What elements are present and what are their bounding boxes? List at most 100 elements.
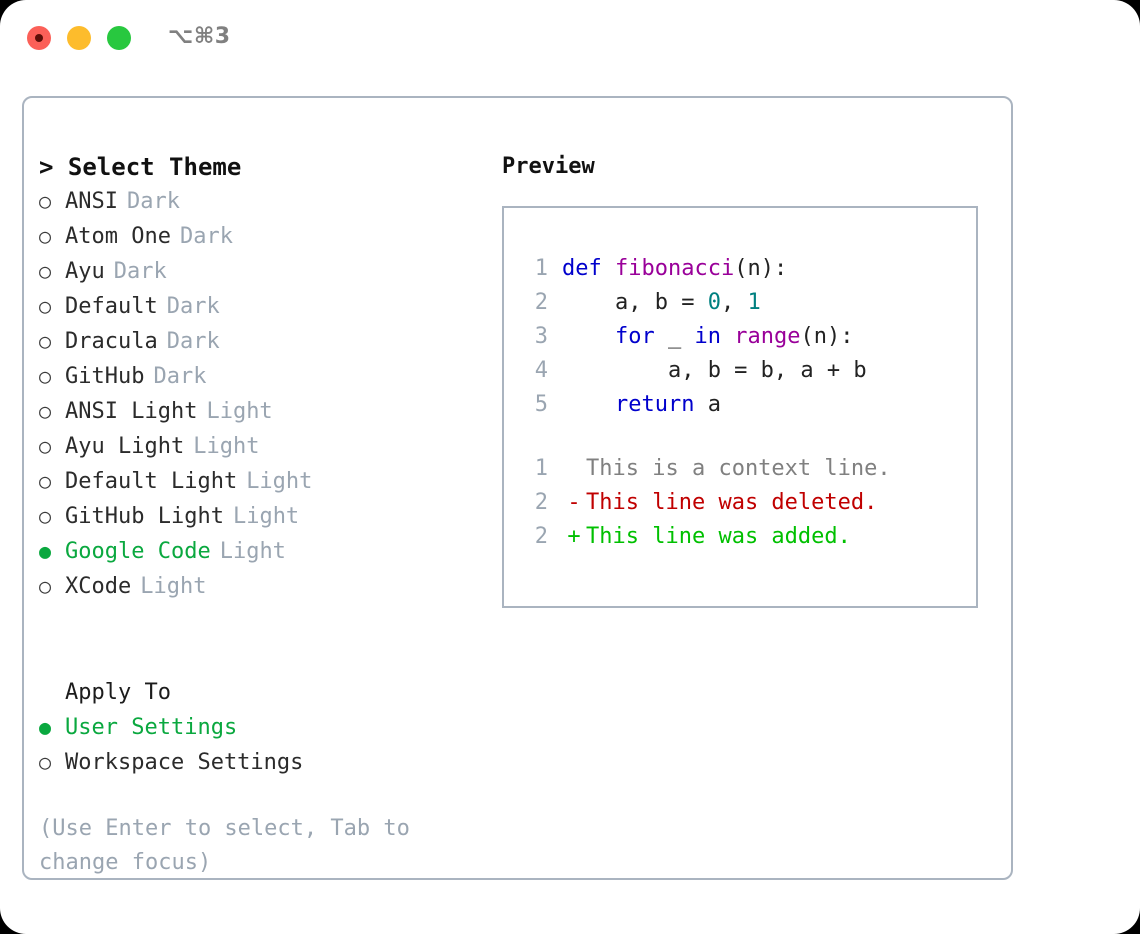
radio-unselected-icon: ○ bbox=[39, 224, 52, 248]
keyboard-hint-text: (Use Enter to select, Tab to change focu… bbox=[39, 816, 410, 875]
theme-option-label: GitHub bbox=[65, 364, 145, 389]
line-number: 3 bbox=[534, 324, 548, 349]
code-token-pln bbox=[721, 324, 734, 349]
radio-unselected-icon: ○ bbox=[39, 469, 52, 493]
radio-selected-icon: ● bbox=[39, 715, 52, 739]
theme-variant-badge: Dark bbox=[113, 259, 167, 284]
diff-line-text: This line was added. bbox=[586, 524, 851, 549]
code-token-pln bbox=[562, 324, 615, 349]
theme-variant-badge: Light bbox=[246, 469, 313, 494]
theme-variant-badge: Dark bbox=[166, 329, 220, 354]
apply-to-heading: Apply To bbox=[65, 680, 171, 705]
apply-to-option-label: Workspace Settings bbox=[65, 750, 304, 775]
theme-variant-badge: Light bbox=[206, 399, 273, 424]
line-number: 5 bbox=[534, 392, 548, 417]
line-number: 1 bbox=[534, 256, 548, 281]
theme-option-ansi[interactable]: ○ ANSI Dark bbox=[39, 184, 469, 219]
line-number: 2 bbox=[534, 524, 548, 549]
apply-to-option-user-settings[interactable]: ●User Settings bbox=[39, 710, 469, 745]
code-token-pln bbox=[562, 392, 615, 417]
theme-option-google-code[interactable]: ● Google Code Light bbox=[39, 534, 469, 569]
diff-marker: + bbox=[567, 524, 581, 549]
code-token-pln: a bbox=[694, 392, 721, 417]
select-theme-heading: > Select Theme bbox=[39, 153, 242, 181]
theme-option-label: Dracula bbox=[65, 329, 158, 354]
code-line-text: def fibonacci(n): bbox=[562, 252, 787, 286]
theme-variant-badge: Dark bbox=[166, 294, 220, 319]
code-token-fn: range bbox=[734, 324, 801, 349]
theme-option-label: XCode bbox=[65, 574, 132, 599]
title-bar: ⌥⌘3 bbox=[0, 0, 1140, 78]
line-number: 2 bbox=[534, 290, 548, 315]
theme-option-label: Atom One bbox=[65, 224, 171, 249]
theme-option-dracula[interactable]: ○ Dracula Dark bbox=[39, 324, 469, 359]
code-line: 1 def fibonacci(n): bbox=[520, 252, 970, 286]
close-window-button[interactable] bbox=[27, 26, 51, 50]
maximize-window-button[interactable] bbox=[107, 26, 131, 50]
radio-unselected-icon: ○ bbox=[39, 399, 52, 423]
code-token-pln: a, b = bbox=[562, 290, 708, 315]
radio-unselected-icon: ○ bbox=[39, 329, 52, 353]
theme-option-label: Default Light bbox=[65, 469, 238, 494]
diff-marker: - bbox=[567, 490, 581, 515]
theme-option-label: Google Code bbox=[65, 539, 211, 564]
theme-option-label: Default bbox=[65, 294, 158, 319]
theme-variant-badge: Light bbox=[232, 504, 300, 529]
radio-unselected-icon: ○ bbox=[39, 750, 52, 774]
code-line-text: a, b = b, a + b bbox=[562, 354, 867, 388]
preview-heading: Preview bbox=[502, 154, 595, 179]
theme-option-ansi-light[interactable]: ○ ANSI Light Light bbox=[39, 394, 469, 429]
code-token-fn: fibonacci bbox=[614, 256, 735, 281]
theme-variant-badge: Light bbox=[219, 539, 286, 564]
theme-variant-badge: Dark bbox=[126, 189, 180, 214]
diff-marker bbox=[562, 452, 586, 486]
code-token-pln: a, b = b, a + b bbox=[562, 358, 867, 383]
diff-line-add: 2 +This line was added. bbox=[520, 520, 970, 554]
code-line: 3 for _ in range(n): bbox=[520, 320, 970, 354]
code-token-num: 1 bbox=[747, 290, 761, 315]
apply-to-option-workspace-settings[interactable]: ○ Workspace Settings bbox=[39, 745, 469, 780]
radio-unselected-icon: ○ bbox=[39, 259, 52, 283]
code-token-pln: (n): bbox=[734, 256, 788, 281]
code-token-kw: return bbox=[614, 392, 695, 417]
theme-option-default[interactable]: ○ Default Dark bbox=[39, 289, 469, 324]
radio-unselected-icon: ○ bbox=[39, 294, 52, 318]
radio-selected-icon: ● bbox=[39, 539, 52, 563]
theme-option-label: GitHub Light bbox=[65, 504, 224, 529]
radio-unselected-icon: ○ bbox=[39, 504, 52, 528]
code-line-text: a, b = 0, 1 bbox=[562, 286, 761, 320]
diff-line-del: 2-This line was deleted. bbox=[520, 486, 970, 520]
theme-option-default-light[interactable]: ○ Default Light Light bbox=[39, 464, 469, 499]
line-number: 2 bbox=[534, 490, 548, 515]
theme-option-label: ANSI bbox=[65, 189, 118, 214]
code-token-num: 0 bbox=[707, 290, 721, 315]
line-number: 1 bbox=[534, 456, 548, 481]
theme-variant-badge: Light bbox=[140, 574, 207, 599]
code-token-kw: for bbox=[614, 324, 655, 349]
code-line: 5 return a bbox=[520, 388, 970, 422]
code-line-text: for _ in range(n): bbox=[562, 320, 853, 354]
code-token-pln: , bbox=[720, 290, 748, 315]
apply-to-options: ●User Settings ○ Workspace Settings bbox=[39, 710, 469, 780]
radio-unselected-icon: ○ bbox=[39, 574, 52, 598]
theme-option-github-light[interactable]: ○ GitHub Light Light bbox=[39, 499, 469, 534]
diff-line-text: This is a context line. bbox=[586, 456, 891, 481]
radio-unselected-icon: ○ bbox=[39, 189, 52, 213]
code-line: 4 a, b = b, a + b bbox=[520, 354, 970, 388]
theme-option-xcode[interactable]: ○ XCode Light bbox=[39, 569, 469, 604]
radio-unselected-icon: ○ bbox=[39, 364, 52, 388]
theme-option-label: ANSI Light bbox=[65, 399, 198, 424]
minimize-window-button[interactable] bbox=[67, 26, 91, 50]
code-line: 2 a, b = 0, 1 bbox=[520, 286, 970, 320]
